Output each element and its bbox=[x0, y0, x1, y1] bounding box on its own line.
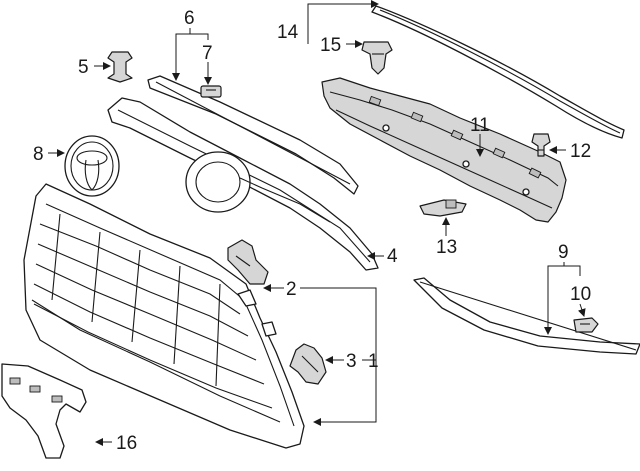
bracket-3 bbox=[289, 343, 327, 385]
emblem-8 bbox=[64, 135, 120, 197]
lower-molding-9 bbox=[413, 277, 640, 355]
callout-4: 4 bbox=[387, 246, 398, 267]
callout-16: 16 bbox=[116, 433, 137, 454]
grille-reinforcement-4 bbox=[107, 97, 379, 271]
callout-1: 1 bbox=[368, 351, 379, 372]
bracket-2 bbox=[227, 239, 269, 285]
callout-2: 2 bbox=[286, 279, 297, 300]
callout-15: 15 bbox=[320, 35, 341, 56]
upper-support-bracket bbox=[321, 77, 567, 223]
grille-assembly-1 bbox=[23, 183, 305, 449]
bracket-13 bbox=[419, 199, 467, 217]
callout-8: 8 bbox=[33, 144, 44, 165]
callout-7: 7 bbox=[202, 43, 213, 64]
callout-13: 13 bbox=[436, 237, 457, 258]
retainer-clip-15 bbox=[361, 41, 393, 75]
callout-5: 5 bbox=[78, 57, 89, 78]
callout-3: 3 bbox=[346, 351, 357, 372]
lower-bracket-16 bbox=[1, 363, 87, 459]
screw-12 bbox=[531, 133, 551, 157]
top-seal-strip bbox=[371, 5, 625, 139]
callout-10: 10 bbox=[570, 284, 591, 305]
leader-lines bbox=[48, 0, 586, 446]
push-clip-5 bbox=[107, 51, 133, 83]
callout-12: 12 bbox=[570, 141, 591, 162]
callout-14: 14 bbox=[277, 22, 299, 43]
clip-10 bbox=[573, 317, 599, 333]
callout-11: 11 bbox=[470, 115, 490, 136]
grille-slats bbox=[33, 213, 273, 409]
upper-molding-6 bbox=[147, 75, 359, 195]
callout-9: 9 bbox=[558, 242, 569, 263]
callout-6: 6 bbox=[184, 8, 195, 29]
callout-labels: 1 2 3 4 5 6 7 8 9 10 11 12 13 14 15 16 bbox=[33, 8, 591, 454]
clip-7 bbox=[200, 85, 222, 98]
